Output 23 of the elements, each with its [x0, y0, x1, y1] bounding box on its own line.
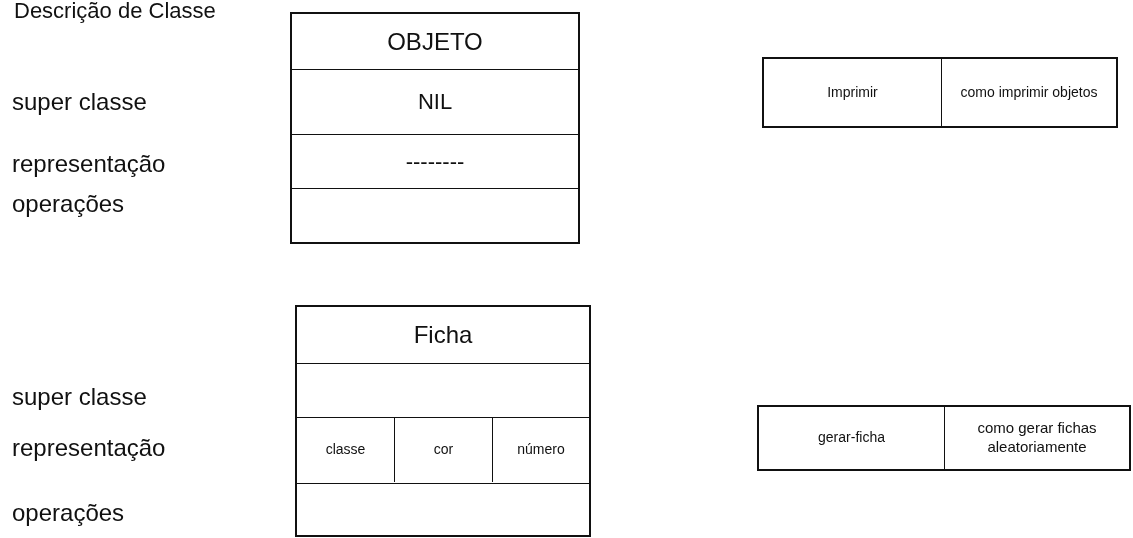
cell-text: Imprimir: [827, 83, 878, 102]
cell-text: gerar-ficha: [818, 429, 885, 447]
cell-text: número: [517, 441, 565, 459]
operation-table: [762, 57, 1118, 128]
title: Descrição de Classe: [14, 0, 216, 24]
cell-text: cor: [433, 441, 454, 459]
cell-text: como imprimir objetos: [960, 83, 1098, 102]
cell-text: como gerar fichas aleatoriamente: [976, 419, 1098, 457]
row-label: operações: [12, 499, 125, 527]
row-label: operações: [12, 190, 125, 218]
cell-text: classe: [325, 441, 366, 459]
row-label: representação: [12, 150, 166, 178]
row-label: super classe: [12, 88, 147, 116]
cell-text: --------: [405, 147, 465, 176]
representation-row: [297, 417, 589, 483]
class-table: [295, 305, 591, 537]
cell-text: OBJETO: [387, 26, 483, 57]
cell-text: Ficha: [413, 320, 473, 350]
class-table: [290, 12, 580, 244]
row-label: representação: [12, 434, 166, 462]
row-label: super classe: [12, 383, 147, 411]
operation-table: [757, 405, 1131, 471]
cell-text: NIL: [417, 88, 453, 116]
